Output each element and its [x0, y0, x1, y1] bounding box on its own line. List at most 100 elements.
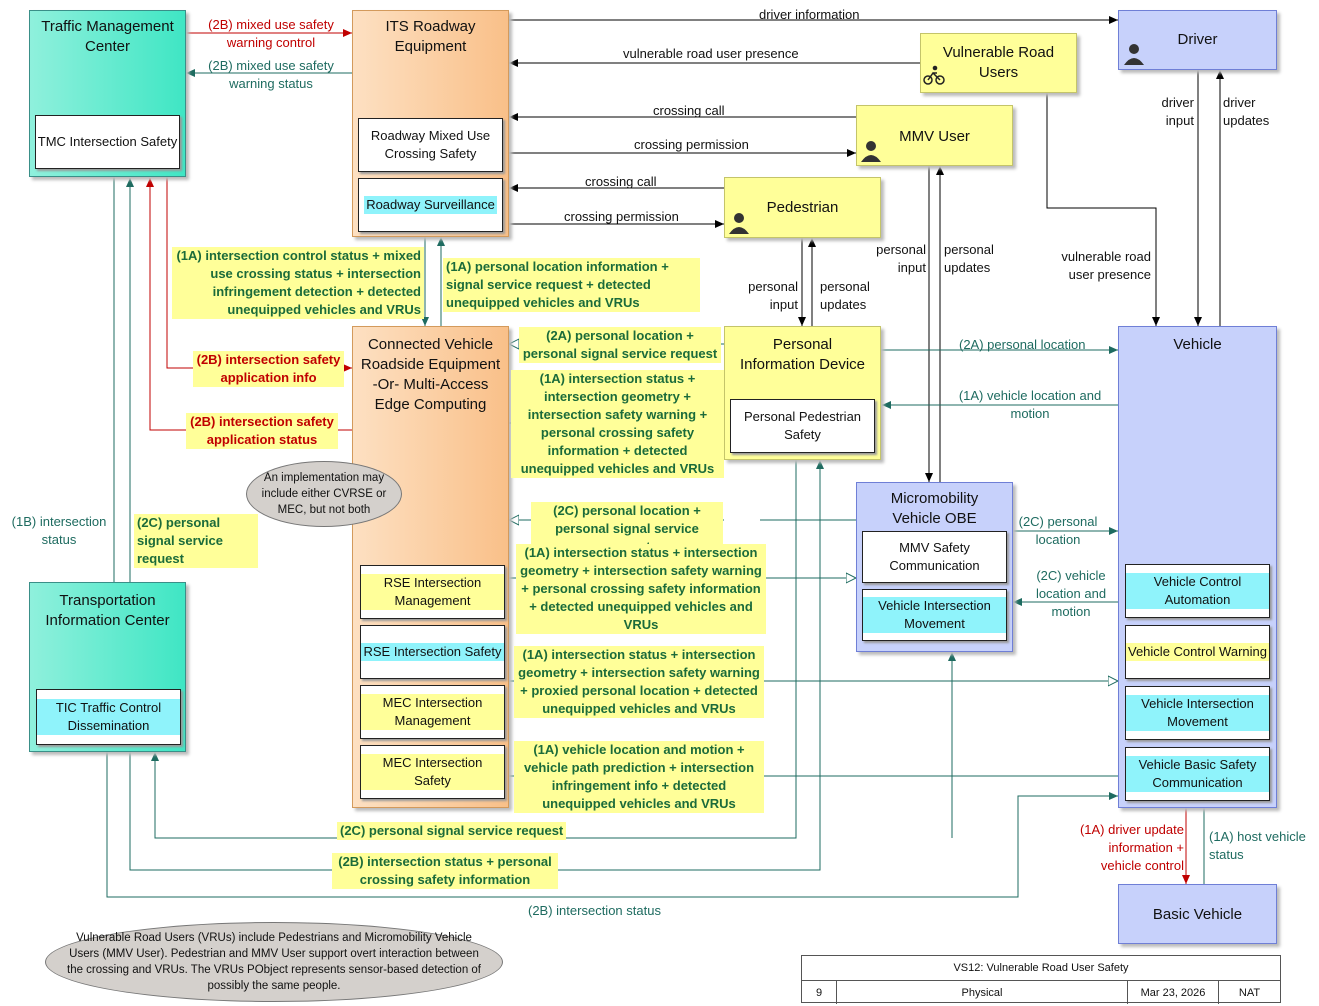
flow-label: crossing permission — [564, 209, 679, 224]
flow-label: personal updates — [944, 242, 994, 275]
cvrse-title: Connected Vehicle Roadside Equipment -Or… — [360, 336, 501, 413]
vehicle-control-warning[interactable]: Vehicle Control Warning — [1125, 625, 1270, 679]
mec-intersection-safety[interactable]: MEC Intersection Safety — [360, 745, 505, 799]
flow-label: (1A) intersection status + intersection … — [514, 646, 764, 718]
flow-label: (2C) vehicle location and motion — [1035, 568, 1107, 619]
roadway-mixed-use-label: Roadway Mixed Use Crossing Safety — [370, 128, 491, 161]
view-name: Physical — [837, 981, 1128, 1004]
mmv-user[interactable]: MMV User — [856, 105, 1013, 166]
flow-label: (2A) personal location — [959, 337, 1086, 352]
tmc-intersection-safety[interactable]: TMC Intersection Safety — [35, 115, 180, 169]
organization: NAT — [1238, 986, 1261, 999]
traffic-management-center[interactable]: Traffic Management Center TMC Intersecti… — [29, 10, 186, 177]
rse-intersection-management-label: RSE Intersection Management — [361, 574, 504, 610]
vru-definition-note-text: Vulnerable Road Users (VRUs) include Ped… — [67, 932, 481, 992]
mmv-safety-communication-label: MMV Safety Communication — [889, 540, 980, 573]
its-title: ITS Roadway Equipment — [385, 18, 476, 55]
flow-label: (2B) intersection safety application inf… — [193, 351, 344, 387]
rse-intersection-safety[interactable]: RSE Intersection Safety — [360, 625, 505, 679]
basic-vehicle-title: Basic Vehicle — [1152, 906, 1243, 923]
vehicle-basic-safety-communication-label: Vehicle Basic Safety Communication — [1126, 756, 1269, 792]
flow-label: personal input — [748, 279, 798, 312]
flow-label: crossing permission — [634, 137, 749, 152]
flow-label: (1B) intersection status — [11, 514, 107, 547]
personal-pedestrian-safety[interactable]: Personal Pedestrian Safety — [730, 399, 875, 453]
flow-label: driver information — [759, 7, 860, 22]
flow-label: (1A) personal location information + sig… — [443, 258, 700, 312]
connected-vehicle-roadside-equipment[interactable]: Connected Vehicle Roadside Equipment -Or… — [352, 326, 509, 808]
vehicle-control-warning-label: Vehicle Control Warning — [1126, 643, 1269, 661]
implementation-note-text: An implementation may include either CVR… — [261, 472, 387, 516]
vulnerable-road-users[interactable]: Vulnerable Road Users — [920, 33, 1077, 93]
mmv-safety-communication[interactable]: MMV Safety Communication — [862, 531, 1007, 583]
mec-intersection-management-label: MEC Intersection Management — [361, 694, 504, 730]
flow-label: (2B) intersection status + personal cros… — [332, 853, 558, 889]
person-icon — [861, 141, 881, 162]
flow-label: crossing call — [653, 103, 725, 118]
rse-intersection-management[interactable]: RSE Intersection Management — [360, 565, 505, 619]
flow-label: (1A) vehicle location and motion + vehic… — [514, 741, 764, 813]
mec-intersection-safety-label: MEC Intersection Safety — [361, 754, 504, 790]
mmv-vehicle-intersection-movement[interactable]: Vehicle Intersection Movement — [862, 589, 1007, 641]
vru-definition-note: Vulnerable Road Users (VRUs) include Ped… — [45, 922, 503, 1002]
transportation-information-center[interactable]: Transportation Information Center TIC Tr… — [29, 582, 186, 752]
mec-intersection-management[interactable]: MEC Intersection Management — [360, 685, 505, 739]
flow-label: (2B) intersection safety application sta… — [186, 413, 338, 449]
diagram-title: VS12: Vulnerable Road User Safety — [802, 956, 1280, 981]
vehicle-control-automation[interactable]: Vehicle Control Automation — [1125, 564, 1270, 618]
flow-label: crossing call — [585, 174, 657, 189]
flow-label: (2A) personal location + personal signal… — [519, 327, 721, 363]
driver-title: Driver — [1177, 31, 1218, 48]
diagram-date: Mar 23, 2026 — [1128, 981, 1219, 1004]
vehicle-intersection-movement[interactable]: Vehicle Intersection Movement — [1125, 686, 1270, 740]
tic-traffic-control-dissemination[interactable]: TIC Traffic Control Dissemination — [36, 689, 181, 745]
personal-information-device[interactable]: Personal Information Device Personal Ped… — [724, 326, 881, 460]
flow-label: (2B) mixed use safety warning status — [208, 58, 334, 91]
roadway-mixed-use-crossing-safety[interactable]: Roadway Mixed Use Crossing Safety — [358, 118, 503, 172]
flow-label: (1A) vehicle location and motion — [958, 388, 1102, 421]
mmv-user-title: MMV User — [899, 128, 970, 145]
its-roadway-equipment[interactable]: ITS Roadway Equipment Roadway Mixed Use … — [352, 10, 509, 237]
mmv-vehicle-intersection-movement-label: Vehicle Intersection Movement — [863, 597, 1006, 633]
vehicle-control-automation-label: Vehicle Control Automation — [1126, 573, 1269, 609]
vehicle[interactable]: Vehicle Vehicle Control Automation Vehic… — [1118, 326, 1277, 808]
roadway-surveillance-label: Roadway Surveillance — [364, 196, 497, 214]
flow-label: vulnerable road user presence — [623, 46, 799, 61]
page-number: 9 — [802, 981, 837, 1004]
vru-title: Vulnerable Road Users — [942, 44, 1055, 81]
pedestrian[interactable]: Pedestrian — [724, 177, 881, 238]
flow-label: (1A) intersection control status + mixed… — [172, 247, 424, 319]
flow-label: (1A) host vehicle status — [1209, 829, 1306, 862]
implementation-note: An implementation may include either CVR… — [246, 461, 402, 527]
vehicle-title: Vehicle — [1173, 336, 1222, 353]
tmc-title: Traffic Management Center — [41, 18, 174, 55]
person-icon — [1124, 44, 1144, 65]
tic-title: Transportation Information Center — [45, 592, 170, 629]
flow-label: (2C) personal signal service request — [337, 822, 567, 840]
pedestrian-title: Pedestrian — [766, 199, 839, 216]
flow-label: personal updates — [820, 279, 870, 312]
pid-title: Personal Information Device — [739, 336, 866, 373]
flow-label: vulnerable road user presence — [1061, 249, 1151, 282]
tic-traffic-control-dissemination-label: TIC Traffic Control Dissemination — [37, 699, 180, 735]
flow-label: (2B) mixed use safety warning control — [208, 17, 334, 50]
vehicle-basic-safety-communication[interactable]: Vehicle Basic Safety Communication — [1125, 747, 1270, 801]
flow-label: (2C) personal location — [1018, 514, 1098, 547]
roadway-surveillance[interactable]: Roadway Surveillance — [358, 178, 503, 232]
flow-label: personal input — [876, 242, 926, 275]
tmc-intersection-safety-label: TMC Intersection Safety — [37, 134, 178, 149]
driver[interactable]: Driver — [1118, 10, 1277, 70]
flow-label: (2C) personal signal service request — [134, 514, 258, 568]
person-icon — [729, 213, 749, 234]
flow-label: (1A) intersection status + intersection … — [516, 544, 766, 634]
flow-label: (2B) intersection status — [528, 903, 661, 918]
bicycle-icon — [923, 65, 945, 85]
diagram-title-block: VS12: Vulnerable Road User Safety 9 Phys… — [801, 955, 1281, 1004]
basic-vehicle[interactable]: Basic Vehicle — [1118, 884, 1277, 944]
vehicle-intersection-movement-label: Vehicle Intersection Movement — [1126, 695, 1269, 731]
flow-label: driver updates — [1223, 95, 1270, 128]
rse-intersection-safety-label: RSE Intersection Safety — [361, 643, 504, 661]
flow-label: driver input — [1161, 95, 1194, 128]
micromobility-vehicle-obe[interactable]: Micromobility Vehicle OBE MMV Safety Com… — [856, 482, 1013, 652]
flow-label: (1A) driver update information + vehicle… — [1079, 822, 1184, 873]
